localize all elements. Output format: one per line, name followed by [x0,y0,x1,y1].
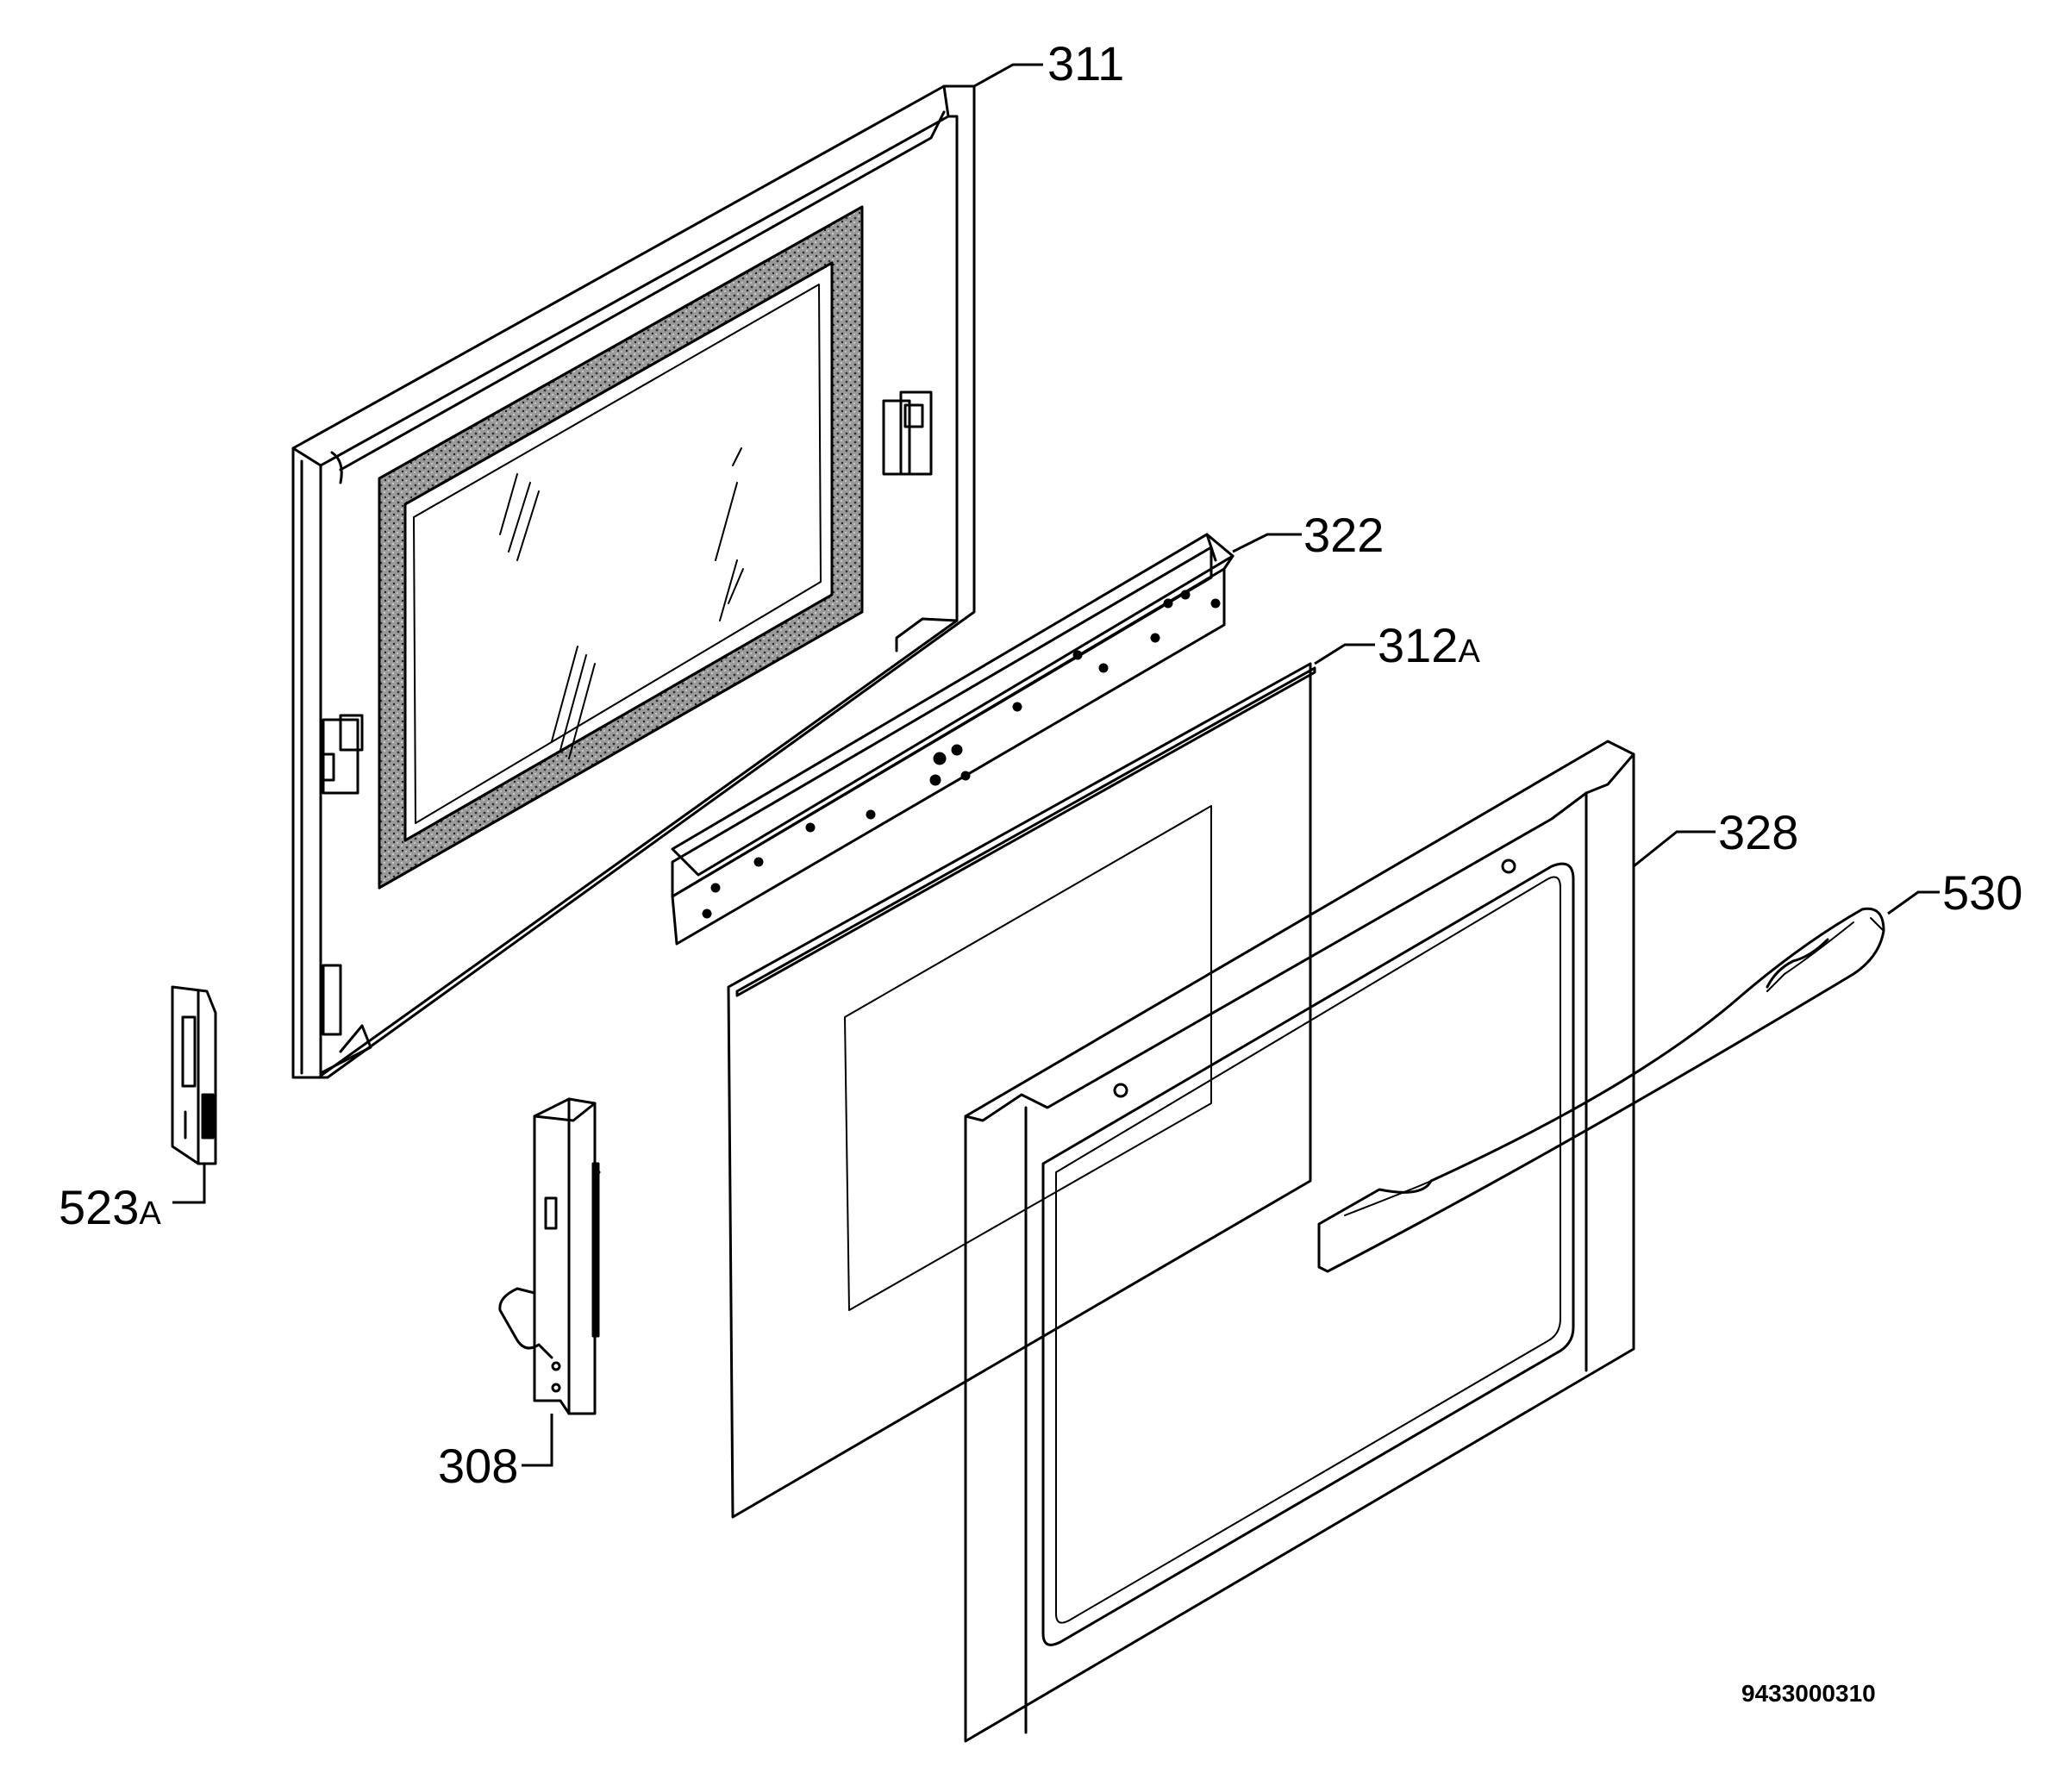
callout-328: 328 [1718,805,1798,859]
callout-311: 311 [1047,36,1124,91]
leader-311 [973,63,1043,88]
leader-328 [1633,830,1716,868]
leader-322 [1232,533,1302,553]
callout-530: 530 [1942,865,2022,920]
callout-523A: 523A [59,1180,161,1234]
outer-door-frame-328 [964,740,1635,1743]
leader-523A [172,1164,206,1204]
inner-door-panel-311 [291,84,976,1079]
callout-308: 308 [438,1439,518,1493]
hinge-308 [498,1097,601,1415]
leader-308 [522,1414,553,1467]
door-handle-530 [1317,907,1885,1273]
callout-labels: 311 322 312A 328 530 523A 308 [59,36,2022,1493]
latch-523A [171,985,217,1165]
leader-lines [172,63,1940,1467]
support-rail-322 [671,533,1235,946]
callout-312A: 312A [1378,618,1480,672]
leader-530 [1887,890,1940,915]
document-number: 9433000310 [1741,1680,1876,1707]
glass-pane-312A [727,662,1316,1519]
callout-322: 322 [1303,508,1384,562]
leader-312A [1314,643,1375,665]
